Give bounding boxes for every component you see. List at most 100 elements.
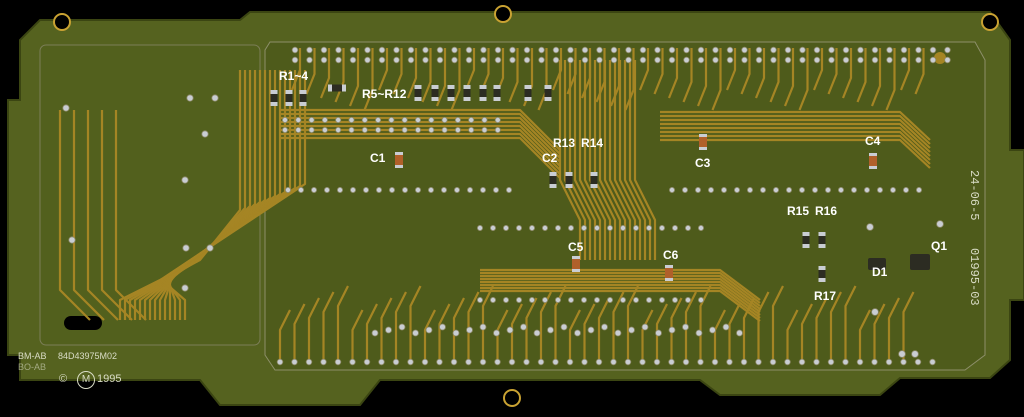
solder-pad xyxy=(587,326,595,334)
solder-pad xyxy=(393,46,400,54)
solder-pad xyxy=(291,56,299,64)
solder-pad xyxy=(799,56,806,64)
solder-pad xyxy=(886,56,893,64)
solder-pad xyxy=(866,223,874,231)
trace xyxy=(467,291,480,360)
silk-date-code: 24-06-5 xyxy=(967,170,981,221)
solder-pad xyxy=(672,296,679,303)
trace xyxy=(563,60,587,260)
trace xyxy=(409,285,422,360)
solder-pad xyxy=(784,56,792,64)
solder-pad xyxy=(784,358,791,366)
solder-pad xyxy=(281,127,288,134)
solder-pad xyxy=(62,104,70,112)
trace xyxy=(624,48,635,111)
trace xyxy=(159,70,307,320)
trace xyxy=(280,136,561,179)
smd-part xyxy=(493,85,501,101)
trace xyxy=(660,110,931,141)
solder-pad xyxy=(291,358,298,366)
smd-part xyxy=(431,85,439,101)
smd-part xyxy=(299,90,307,106)
solder-pad xyxy=(726,56,734,64)
label-r13: R13 xyxy=(553,136,576,150)
solder-pad xyxy=(361,117,368,124)
solder-pad xyxy=(378,358,385,366)
solder-pad xyxy=(639,56,647,64)
solder-pad xyxy=(407,46,415,54)
solder-pad xyxy=(388,117,395,124)
solder-pad xyxy=(682,186,689,193)
solder-pad xyxy=(552,358,559,366)
solder-pad xyxy=(842,46,850,54)
solder-pad xyxy=(827,358,835,366)
solder-pad xyxy=(468,127,475,134)
solder-pad xyxy=(506,326,514,334)
solder-pad xyxy=(668,358,675,366)
solder-pad xyxy=(398,323,406,331)
trace xyxy=(696,48,708,107)
smd-part xyxy=(524,85,532,101)
trace xyxy=(603,60,627,260)
solder-pad xyxy=(465,56,473,64)
solder-pad xyxy=(755,358,762,366)
solder-pad xyxy=(201,130,209,138)
solder-pad xyxy=(683,56,690,64)
solder-pad xyxy=(502,224,509,231)
part-end xyxy=(414,97,422,101)
copyright-icon: © xyxy=(59,373,68,385)
trace xyxy=(588,60,612,260)
mounting-holes xyxy=(53,5,999,407)
part-end xyxy=(549,172,557,176)
cap-body xyxy=(572,256,580,272)
part-end xyxy=(549,184,557,188)
trace xyxy=(899,48,911,91)
solder-pad xyxy=(476,296,483,303)
solder-pad xyxy=(361,127,368,134)
solder-pad xyxy=(523,46,531,54)
solder-pad xyxy=(669,186,676,193)
trace xyxy=(754,48,766,99)
trace xyxy=(653,48,664,95)
trace xyxy=(725,48,737,91)
solder-pad xyxy=(747,186,754,193)
solder-pad xyxy=(900,358,907,366)
solder-pad xyxy=(944,46,951,54)
part-end xyxy=(565,184,573,188)
solder-pad xyxy=(639,46,647,54)
solder-pad xyxy=(538,56,545,64)
solder-pad xyxy=(388,186,395,193)
solder-pad xyxy=(529,224,536,231)
solder-pad xyxy=(552,46,560,54)
solder-pad xyxy=(493,329,500,337)
smd-part xyxy=(818,232,826,248)
solder-pad xyxy=(890,186,897,193)
trace xyxy=(480,274,761,307)
solder-pad xyxy=(211,94,219,102)
solder-pad xyxy=(181,176,189,184)
smd-components xyxy=(270,84,930,282)
part-end xyxy=(270,90,278,94)
solder-pad xyxy=(505,186,512,193)
part-end xyxy=(431,85,439,89)
label-d1: D1 xyxy=(872,265,888,279)
solder-pad xyxy=(871,56,879,64)
trace xyxy=(844,285,857,360)
trace xyxy=(568,309,581,360)
solder-pad xyxy=(581,296,588,303)
solder-pad xyxy=(481,127,488,134)
solder-pad xyxy=(620,224,627,231)
solder-pad xyxy=(452,329,460,337)
label-c4: C4 xyxy=(865,134,881,148)
trace xyxy=(618,60,642,260)
solder-pad xyxy=(422,56,429,64)
solder-pad xyxy=(610,358,617,366)
part-end xyxy=(493,85,501,89)
solder-pad xyxy=(936,220,944,228)
solder-pad xyxy=(770,46,777,54)
transistor-q1 xyxy=(910,254,930,270)
solder-pad xyxy=(596,56,603,64)
trace xyxy=(583,60,607,260)
solder-pad xyxy=(348,117,355,124)
solder-pad xyxy=(601,323,608,331)
